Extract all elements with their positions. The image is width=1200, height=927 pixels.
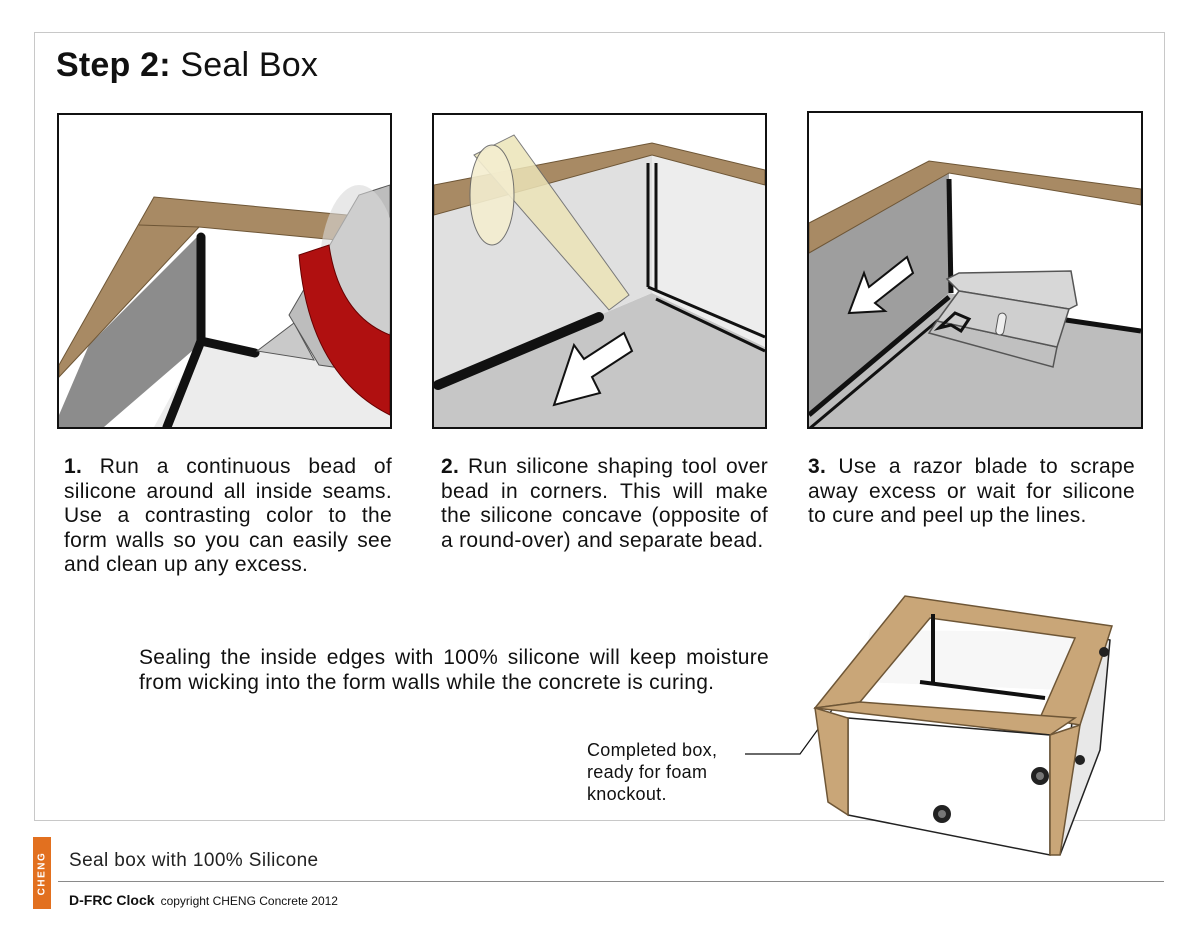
footer-subtitle: Seal box with 100% Silicone [69, 850, 319, 871]
completed-box-callout: Completed box, ready for foam knockout. [587, 740, 718, 804]
title-step-label: Step 2: [56, 46, 171, 84]
completed-box-drawing [740, 590, 1120, 870]
product-name: D-FRC Clock [69, 892, 155, 908]
step-3-body: Use a razor blade to scrape away excess … [808, 455, 1135, 527]
step-2-number: 2. [441, 455, 460, 478]
illustration-shape-bead [432, 113, 767, 429]
step-3-text: 3. Use a razor blade to scrape away exce… [808, 455, 1135, 529]
apply-bead-drawing [59, 115, 390, 427]
brand-label: CHENG [36, 851, 48, 895]
footer-divider [58, 881, 1164, 882]
title-step-name: Seal Box [170, 46, 319, 84]
shape-bead-drawing [434, 115, 765, 427]
copyright-text: copyright CHENG Concrete 2012 [160, 894, 338, 908]
step-2-body: Run silicone shaping tool over bead in c… [441, 455, 768, 552]
step-1-text: 1. Run a continuous bead of silicone aro… [64, 455, 392, 578]
footer-copyright: D-FRC Clock copyright CHENG Concrete 2012 [69, 892, 338, 908]
step-3-number: 3. [808, 455, 827, 478]
illustration-apply-bead [57, 113, 392, 429]
brand-tab: CHENG [33, 837, 51, 909]
step-1-number: 1. [64, 455, 83, 478]
illustration-scrape-excess [807, 111, 1143, 429]
scrape-drawing [809, 113, 1141, 427]
step-1-body: Run a continuous bead of silicone around… [64, 455, 392, 576]
step-2-text: 2. Run silicone shaping tool over bead i… [441, 455, 768, 553]
completed-box-svg [745, 595, 1113, 856]
sealing-note: Sealing the inside edges with 100% silic… [139, 646, 769, 694]
page-title: Step 2: Seal Box [56, 46, 318, 85]
